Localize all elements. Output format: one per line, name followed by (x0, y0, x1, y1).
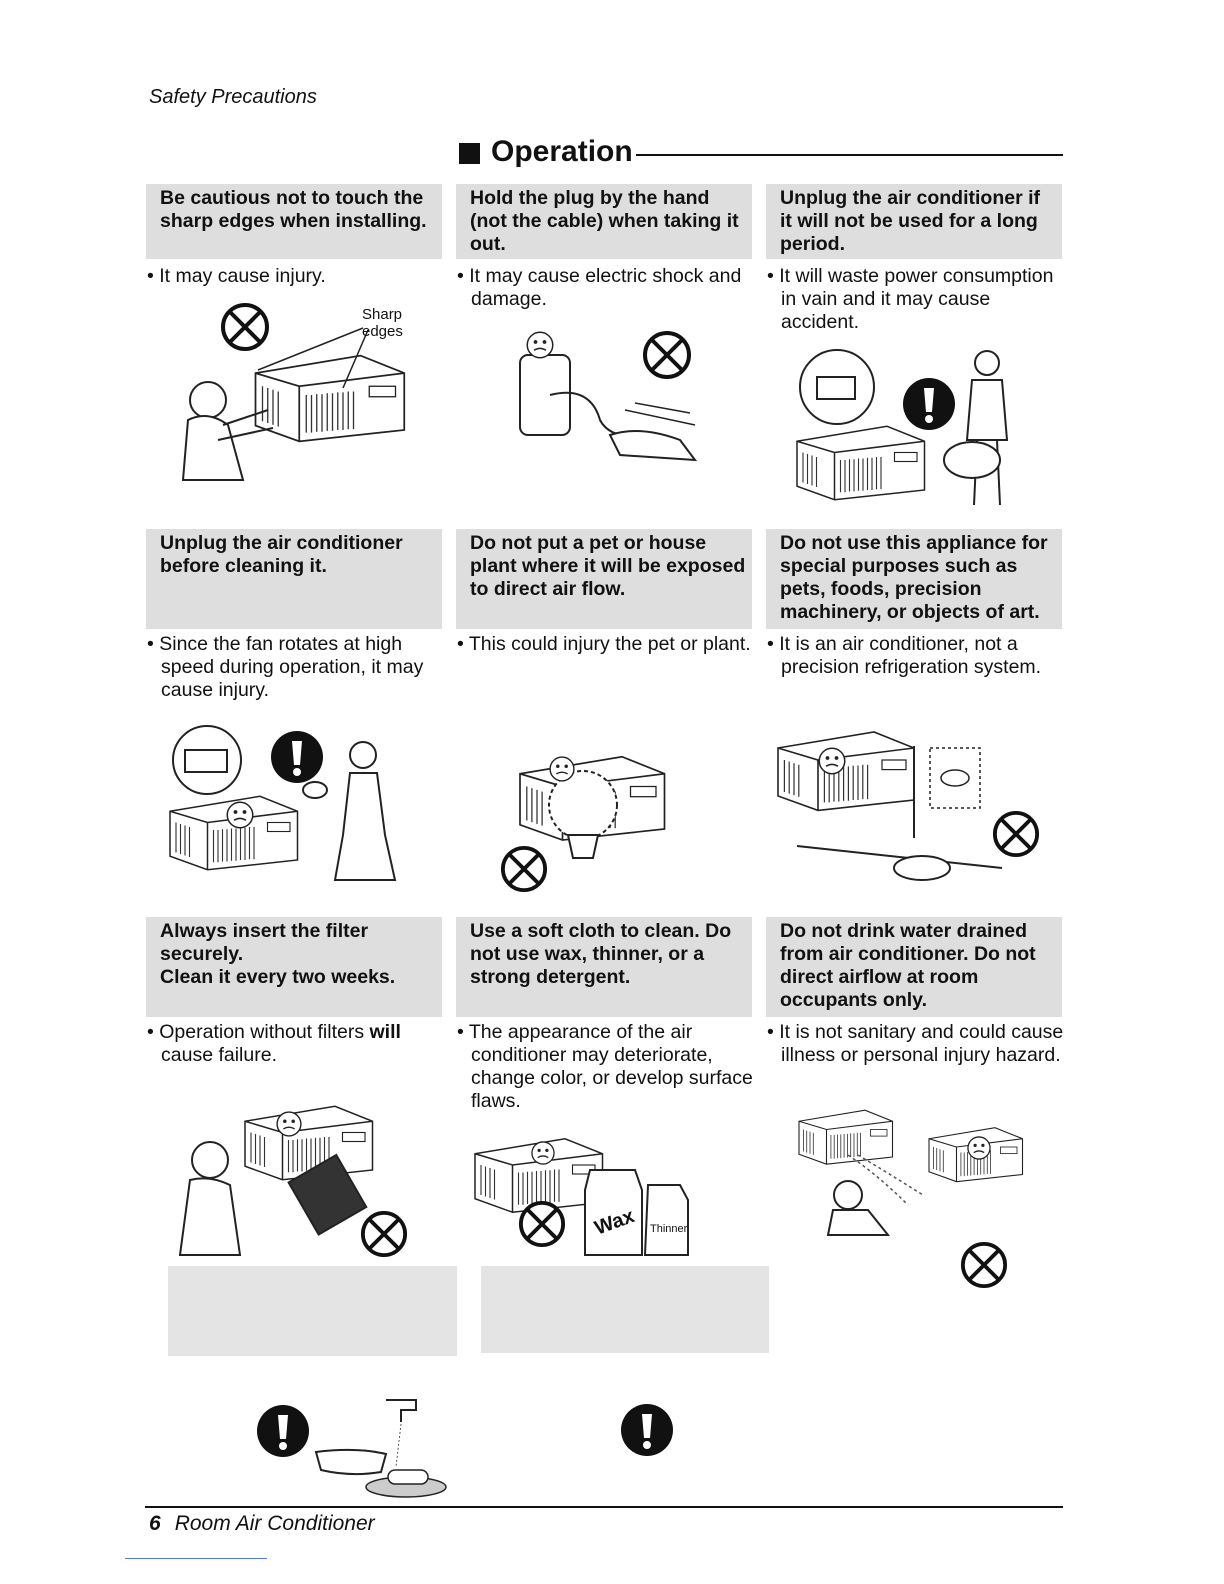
illustration-hold-plug (519, 331, 698, 462)
mandatory-icon (271, 731, 323, 783)
link-underline (125, 1558, 267, 1559)
section-label: Safety Precautions (149, 86, 317, 108)
prohibited-icon (500, 845, 548, 893)
card-note-hold-plug: • It may cause electric shock and damage… (457, 265, 742, 310)
card-heading-special-purposes: Do not use this appliance for special pu… (766, 529, 1062, 629)
mandatory-icon (903, 378, 955, 430)
card-heading-soft-cloth: Use a soft cloth to clean. Do not use wa… (456, 917, 752, 1017)
heading-rule (636, 154, 1063, 156)
note-text: cause failure. (161, 1044, 277, 1066)
card-heading-long-period: Unplug the air conditioner if it will no… (766, 184, 1062, 259)
illustration-soft-cloth: Wax Thinner (474, 1137, 689, 1256)
blank-panel-left (168, 1266, 457, 1356)
sharp-edges-callout: Sharp edges (362, 306, 403, 340)
card-heading-unplug-cleaning: Unplug the air conditioner before cleani… (146, 529, 442, 629)
card-note-filter: • Operation without filters will cause f… (147, 1021, 456, 1067)
card-heading-filter-text: Always insert the filter securely. Clean… (160, 920, 396, 988)
card-note-special-purposes: • It is an air conditioner, not a precis… (767, 633, 1042, 678)
illustration-sharp-edges (181, 303, 406, 481)
card-note-drained-water: • It is not sanitary and could cause ill… (767, 1021, 1064, 1066)
operation-heading: Operation (459, 132, 633, 172)
prohibited-icon (960, 1241, 1008, 1289)
illustration-special-purposes (777, 731, 1040, 881)
mandatory-icon (257, 1405, 309, 1457)
card-note-soft-cloth: • The appearance of the air conditioner … (457, 1021, 753, 1112)
card-heading-hold-plug: Hold the plug by the hand (not the cable… (456, 184, 752, 259)
illustration-long-period (796, 349, 1009, 506)
card-note-sharp-edges: • It may cause injury. (147, 265, 326, 287)
page-title: Operation (491, 135, 633, 168)
note-text: • Operation without filters (147, 1021, 370, 1043)
prohibited-icon (221, 303, 269, 351)
footer-title: Room Air Conditioner (174, 1512, 375, 1535)
illustration-pet-plant (500, 755, 666, 893)
illustration-washing-filter (257, 1399, 447, 1498)
note-emphasis: will (369, 1021, 401, 1043)
page-number: 6 (149, 1512, 161, 1535)
prohibited-icon (992, 810, 1040, 858)
page-footer: 6 Room Air Conditioner (149, 1512, 375, 1536)
card-heading-pet-plant: Do not put a pet or house plant where it… (456, 529, 752, 629)
illustration-unplug-cleaning (169, 725, 397, 881)
card-note-long-period: • It will waste power consumption in vai… (767, 265, 1054, 333)
thinner-label: Thinner (650, 1223, 688, 1235)
footer-rule (145, 1506, 1063, 1508)
prohibited-icon (360, 1210, 408, 1258)
card-heading-filter: Always insert the filter securely. Clean… (146, 917, 442, 1017)
prohibited-icon (518, 1200, 566, 1248)
square-bullet-icon (459, 142, 480, 164)
card-note-unplug-cleaning: • Since the fan rotates at high speed du… (147, 633, 424, 701)
illustration-drained-water (798, 1109, 1024, 1289)
card-note-pet-plant: • This could injury the pet or plant. (457, 633, 751, 655)
mandatory-icon (621, 1404, 673, 1456)
card-heading-sharp-edges: Be cautious not to touch the sharp edges… (146, 184, 442, 259)
blank-panel-middle (481, 1266, 769, 1353)
card-heading-drained-water: Do not drink water drained from air cond… (766, 917, 1062, 1017)
prohibited-icon (643, 331, 691, 379)
illustration-filter (178, 1105, 408, 1258)
